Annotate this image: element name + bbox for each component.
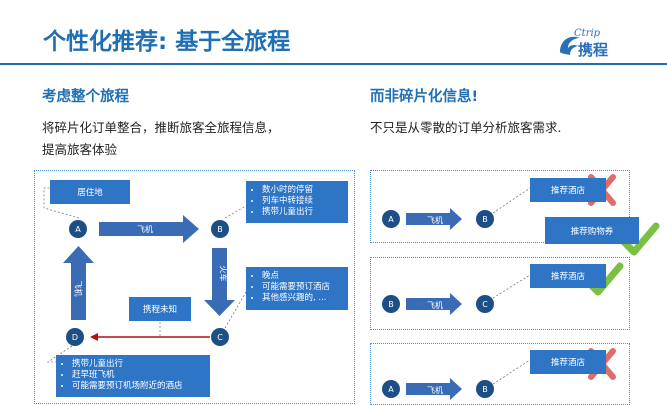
panel1-hotel-rec: 推荐酒店 <box>530 178 606 202</box>
panel1-arrow <box>406 208 462 230</box>
home-box: 居住地 <box>50 180 130 204</box>
box-c-item: 其他感兴趣的, ... <box>262 293 344 304</box>
panel2-connector <box>492 274 531 299</box>
unknown-box: 携程未知 <box>129 297 191 321</box>
dolphin-icon <box>560 36 580 55</box>
box-d-info: 携带儿童出行 赶早班飞机 可能需要预订机场附近的酒店 <box>56 355 210 397</box>
box-d-item: 携带儿童出行 <box>72 359 206 370</box>
panel3-arrow <box>406 378 462 400</box>
box-c-item: 可能需要预订酒店 <box>262 282 344 293</box>
panel3-node-to: B <box>476 380 494 398</box>
right-heading: 而非碎片化信息! <box>370 89 479 105</box>
label-d-to-a: 飞机 <box>73 280 83 297</box>
connector-c-box <box>224 291 247 329</box>
node-b: B <box>211 220 229 238</box>
box-d-item: 可能需要预订机场附近的酒店 <box>72 381 206 392</box>
arrow-a-to-b <box>99 215 199 243</box>
connector-d-box <box>46 345 73 363</box>
page-title: 个性化推荐: 基于全旅程 <box>43 29 291 55</box>
box-b-item: 数小时的停留 <box>262 185 344 196</box>
label-b-to-c: 火车 <box>218 265 228 282</box>
panel1-node-from: A <box>382 210 400 228</box>
panel3-label: 飞机 <box>427 386 443 395</box>
node-a: A <box>69 220 87 238</box>
left-heading: 考虑整个旅程 <box>42 89 129 105</box>
node-c: C <box>211 328 229 346</box>
arrow-b-to-c <box>204 248 235 316</box>
panel3-node-from: A <box>382 380 400 398</box>
node-d: D <box>66 328 84 346</box>
panel1-connector <box>492 187 531 214</box>
panel2-node-to: C <box>476 295 494 313</box>
panel1-label: 飞机 <box>427 216 443 225</box>
right-text: 不只是从零散的订单分析旅客需求. <box>370 120 562 135</box>
panel1-shopping-check-icon <box>618 222 660 256</box>
box-c-item: 晚点 <box>262 271 344 282</box>
panel2-arrow <box>406 293 462 315</box>
arrow-d-to-a <box>63 246 94 320</box>
panel2-node-from: B <box>382 295 400 313</box>
panel1-node-to: B <box>476 210 494 228</box>
box-b-item: 列车中转接续 <box>262 196 344 207</box>
left-text-line1: 将碎片化订单整合，推断旅客全旅程信息， <box>42 120 280 135</box>
panel2-hotel-rec: 推荐酒店 <box>530 264 606 288</box>
box-d-item: 赶早班飞机 <box>72 370 206 381</box>
box-b-item: 携带儿童出行 <box>262 207 344 218</box>
logo-wordmark: Ctrip <box>574 28 601 39</box>
left-text-line2: 提高旅客体验 <box>42 142 118 157</box>
panel3-hotel-rec: 推荐酒店 <box>530 350 606 374</box>
ctrip-logo: Ctrip 携程 <box>556 28 632 60</box>
panel2-label: 飞机 <box>427 301 443 310</box>
box-b-info: 数小时的停留 列车中转接续 携带儿童出行 <box>246 181 348 223</box>
logo-name: 携程 <box>578 41 609 59</box>
box-c-info: 晚点 可能需要预订酒店 其他感兴趣的, ... <box>246 267 348 310</box>
title-divider <box>0 63 667 65</box>
connector-b-box <box>224 205 247 219</box>
label-a-to-b: 飞机 <box>137 225 153 234</box>
panel1-shopping-rec: 推荐购物券 <box>545 217 639 244</box>
panel3-connector <box>492 359 531 385</box>
